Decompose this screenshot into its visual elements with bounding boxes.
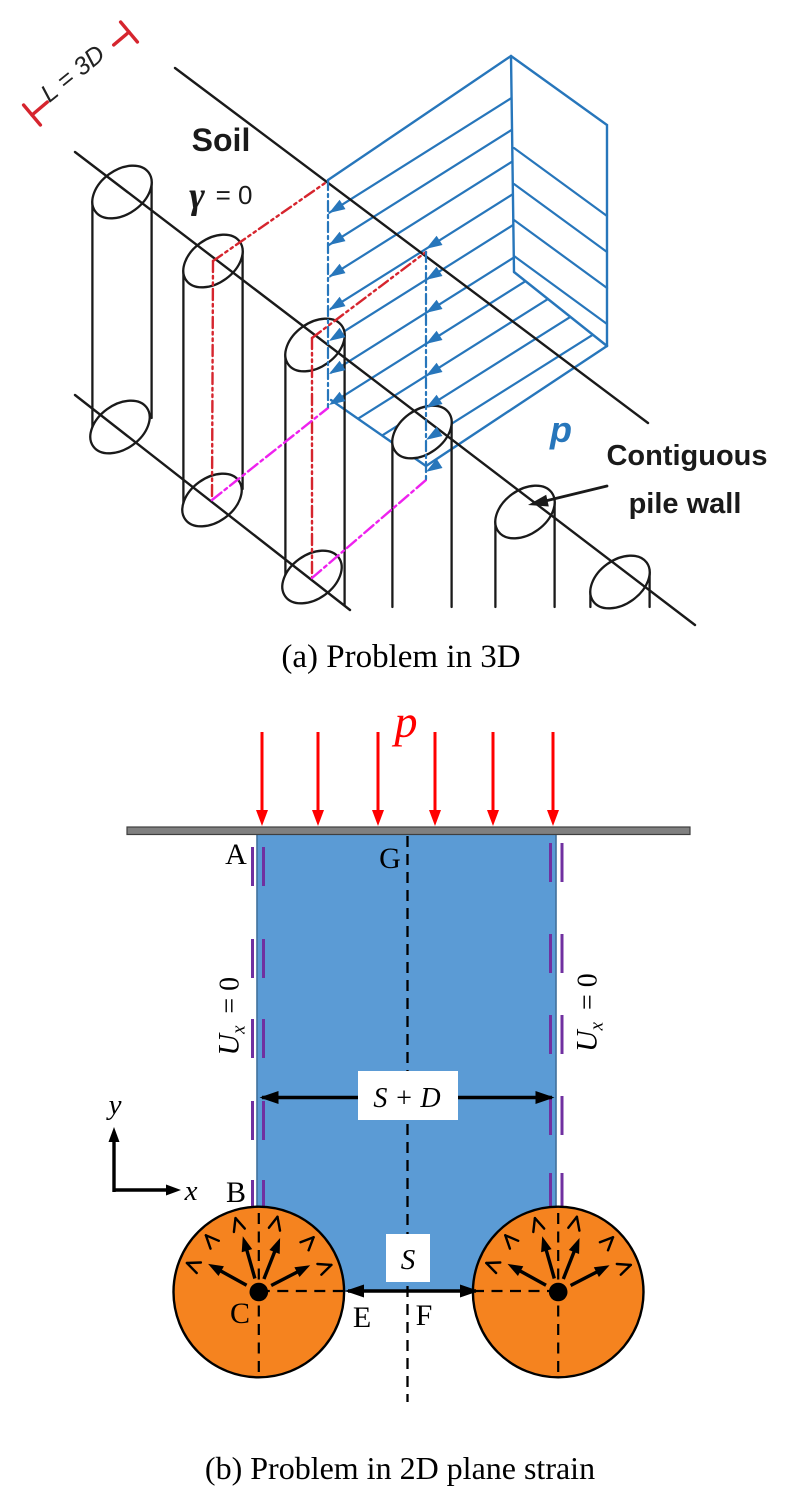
svg-text:p: p — [392, 696, 418, 747]
svg-text:γ: γ — [189, 175, 205, 217]
svg-text:B: B — [226, 1176, 246, 1209]
svg-text:E: E — [353, 1301, 371, 1334]
svg-text:(b) Problem in 2D plane strain: (b) Problem in 2D plane strain — [205, 1450, 595, 1486]
svg-text:Contiguous: Contiguous — [606, 440, 767, 472]
svg-text:pile wall: pile wall — [629, 488, 742, 520]
svg-text:Soil: Soil — [192, 122, 251, 158]
svg-text:C: C — [230, 1297, 250, 1330]
svg-text:S + D: S + D — [373, 1083, 440, 1114]
svg-text:G: G — [379, 842, 401, 875]
svg-text:Ux: Ux — [571, 1021, 608, 1052]
svg-text:S: S — [401, 1244, 416, 1276]
svg-text:A: A — [225, 838, 247, 871]
svg-text:p: p — [549, 409, 572, 450]
svg-text:y: y — [106, 1089, 122, 1121]
svg-text:= 0: = 0 — [573, 973, 604, 1010]
svg-text:= 0: = 0 — [215, 977, 246, 1014]
svg-text:(a) Problem in 3D: (a) Problem in 3D — [281, 639, 520, 675]
svg-text:x: x — [184, 1175, 198, 1207]
svg-text:= 0: = 0 — [216, 180, 253, 210]
svg-text:F: F — [416, 1299, 433, 1332]
